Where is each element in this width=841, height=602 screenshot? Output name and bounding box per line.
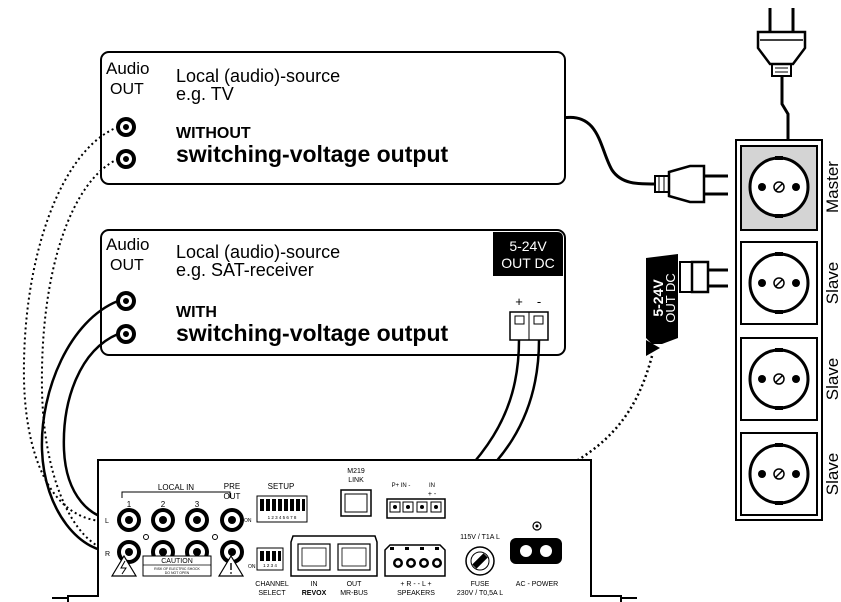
fuse-label: FUSE (471, 581, 490, 588)
side-r-label: R (105, 551, 110, 558)
tv-mode-1: WITHOUT (176, 125, 251, 142)
wall-plug (756, 8, 807, 140)
setup-label: SETUP (268, 482, 295, 491)
dc-adapter: 5-24V OUT DC (646, 254, 728, 356)
sat-mode-1: WITH (176, 304, 217, 321)
power-in-label: P+ IN - (392, 483, 411, 489)
input-1-label: 1 (127, 500, 132, 509)
pre-out-label-1: PRE (224, 482, 240, 491)
shock-warning-icon (110, 554, 138, 577)
bus-in-label: IN (311, 581, 318, 588)
terminal-minus: - (537, 294, 541, 309)
caution-sub-2: DO NOT OPEN (165, 571, 190, 575)
setup-digits: 1 2 3 4 5 6 7 8 (268, 515, 297, 520)
input-2-label: 2 (161, 500, 166, 509)
ac-power-label: AC - POWER (516, 581, 558, 588)
fuse-rating-2: 230V / T0,5A L (457, 590, 503, 597)
tv-out-label: OUT (110, 81, 144, 98)
dc-badge-line-2: OUT DC (501, 255, 554, 271)
caution-label: CAUTION (161, 558, 193, 565)
sat-mode-2: switching-voltage output (176, 320, 448, 346)
power-strip: Master Slave Slave Slave (735, 139, 841, 521)
fuse-rating-1: 115V / T1A L (460, 534, 500, 541)
pre-out-label-2: OUT (224, 492, 241, 501)
amplifier-rear-panel: LOCAL IN 1 2 3 PRE OUT L R SETUP ON (52, 459, 637, 602)
outlet-label-slave-2: Slave (823, 358, 841, 401)
sat-audio-label: Audio (106, 235, 149, 254)
sat-out-label: OUT (110, 257, 144, 274)
tv-power-cable (562, 115, 728, 204)
source-tv-box: Audio OUT Local (audio)-source e.g. TV W… (100, 51, 566, 185)
tv-audio-cable-l (22, 126, 119, 523)
sat-rca-jacks (116, 291, 136, 344)
caution-box (142, 555, 212, 577)
sat-audio-cable-l (40, 299, 119, 554)
side-l-label: L (105, 518, 109, 525)
ac-power-inlet (510, 538, 562, 564)
tv-example: e.g. TV (176, 84, 234, 104)
sat-title: Local (audio)-source (176, 242, 340, 262)
outlet-label-master: Master (823, 161, 841, 213)
channel-label-1: CHANNEL (255, 581, 289, 588)
outlet-label-slave-3: Slave (823, 453, 841, 496)
tv-audio-label: Audio (106, 59, 149, 78)
channel-on-label: ON (248, 564, 256, 570)
channel-label-2: SELECT (258, 590, 286, 597)
brand-logo: REVOX (302, 590, 327, 597)
tv-audio-cable-r (40, 158, 119, 553)
in-polarity-label: + - (428, 491, 437, 498)
speakers-label: SPEAKERS (397, 590, 435, 597)
tv-title: Local (audio)-source (176, 66, 340, 86)
speaker-polarity: + R - - L + (400, 581, 431, 588)
dc-badge-line-1: 5-24V (509, 238, 547, 254)
link-label-1: M219 (347, 468, 365, 475)
caution-sub-1: RISK OF ELECTRIC SHOCK (154, 567, 200, 571)
terminal-plus: + (515, 294, 523, 309)
outlet-label-slave-1: Slave (823, 262, 841, 305)
local-in-label: LOCAL IN (158, 483, 194, 492)
link-label-2: LINK (348, 477, 364, 484)
in-header-label: IN (429, 483, 435, 489)
adapter-label-2: OUT DC (663, 273, 678, 323)
sat-audio-cable-r (62, 332, 119, 522)
dc-output-badge (493, 232, 563, 276)
adapter-label-1: 5-24V (650, 279, 666, 317)
bus-out-label: OUT (347, 581, 363, 588)
input-3-label: 3 (195, 500, 200, 509)
sat-example: e.g. SAT-receiver (176, 260, 314, 280)
channel-digits: 1 2 3 4 (263, 563, 277, 568)
mr-bus-label: MR-BUS (340, 590, 368, 597)
setup-on-label: ON (244, 518, 252, 524)
source-sat-box: Audio OUT Local (audio)-source e.g. SAT-… (100, 229, 566, 356)
tv-mode-2: switching-voltage output (176, 141, 448, 167)
tv-rca-jacks (116, 117, 136, 169)
